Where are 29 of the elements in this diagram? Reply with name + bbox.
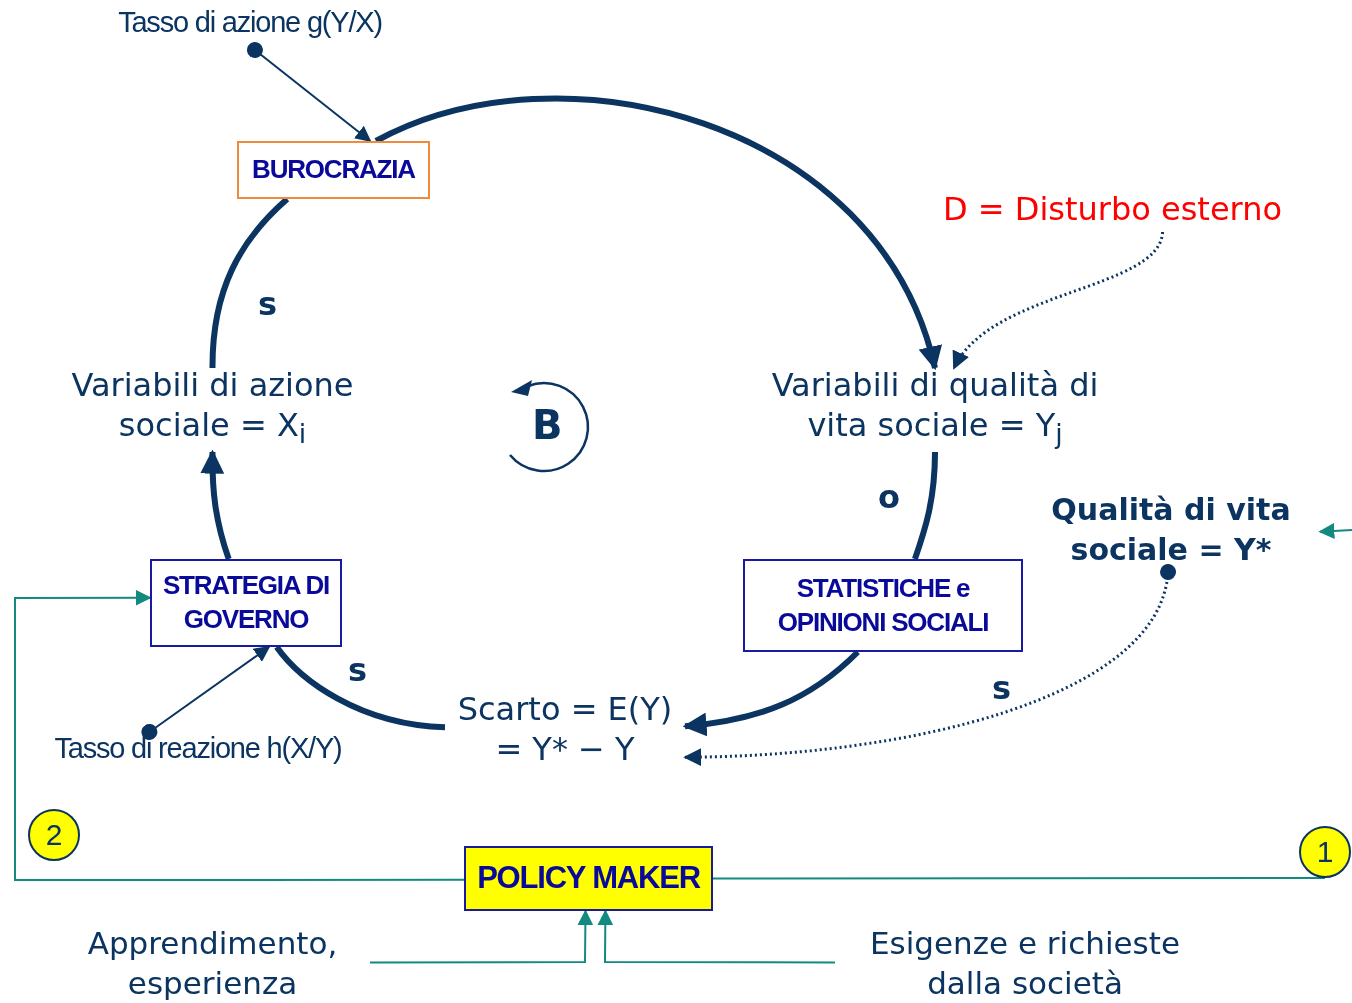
connector-line: [712, 877, 1326, 880]
target-text: Qualità di vita sociale = Y*: [1022, 488, 1320, 572]
arrow: [374, 96, 940, 371]
dotted-arrow: [683, 564, 1176, 766]
arrow: [141, 646, 271, 740]
variable-text: Variabili di qualità di vita sociale = Y$_{j}$: [745, 368, 1125, 452]
arrow: [200, 449, 232, 560]
policy-maker-box: POLICY MAKER: [464, 846, 713, 911]
connector-line: [274, 645, 446, 731]
arrow: [14, 589, 465, 881]
arrow: [246, 42, 372, 142]
dotted-arrow: [952, 231, 1164, 370]
variable-text: Variabili di azione sociale = X$_{i}$: [45, 368, 380, 452]
process-box: BUROCRAZIA: [237, 141, 430, 199]
arrow: [597, 909, 836, 964]
connector-line: [912, 451, 938, 560]
process-box: STRATEGIA DI GOVERNO: [150, 559, 342, 647]
error-text: Scarto = E(Y) = Y* − Y: [445, 685, 685, 773]
annotation-text: Tasso di azione g(Y/X): [105, 6, 395, 50]
annotation-text: Tasso di reazione h(X/Y): [36, 732, 360, 774]
loop-number-circle: 2: [28, 809, 80, 861]
arrow: [369, 909, 594, 964]
input-text: Apprendimento, esperienza: [55, 922, 370, 1003]
disturbance-text: D = Disturbo esterno: [920, 186, 1305, 232]
arrow: [1318, 522, 1352, 539]
loop-number-circle: 1: [1299, 826, 1351, 878]
input-text: Esigenze e richieste dalla società: [835, 922, 1215, 1003]
loop-label: B: [532, 405, 563, 445]
process-box: STATISTICHE e OPINIONI SOCIALI: [743, 559, 1023, 652]
